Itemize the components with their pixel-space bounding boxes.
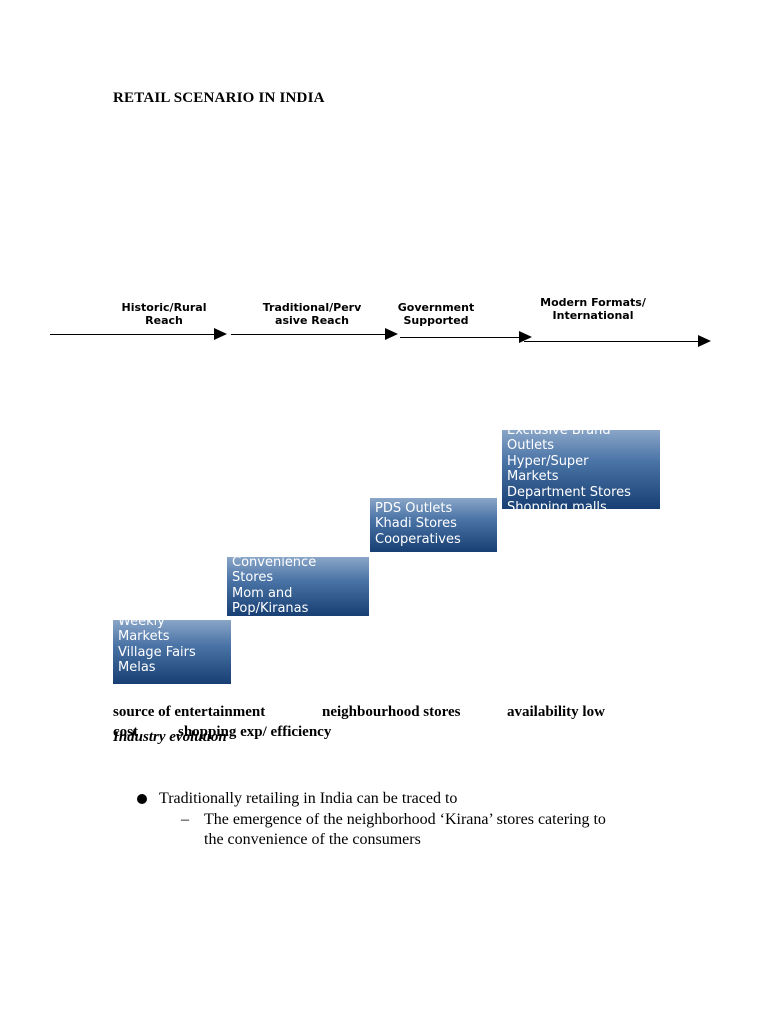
stage-box-traditional: Convenience Stores Mom and Pop/Kiranas — [227, 557, 369, 616]
arrow-modern-line — [524, 341, 700, 342]
stage-label-line: International — [552, 309, 634, 322]
caption-cost: cost — [113, 724, 138, 740]
arrow-government-head-icon — [519, 331, 532, 343]
page-title: RETAIL SCENARIO IN INDIA — [113, 90, 325, 106]
box-item: Shopping malls — [507, 500, 607, 509]
bullet-sub-text-line2: the convenience of the consumers — [204, 831, 421, 848]
stage-label-line: Traditional/Perv — [262, 301, 362, 314]
stage-box-modern: Exclusive Brand Outlets Hyper/Super Mark… — [502, 430, 660, 509]
box-item: Convenience — [232, 557, 317, 570]
arrow-traditional-head-icon — [385, 328, 398, 340]
box-item: Markets — [118, 629, 170, 645]
stage-label-government: Government Supported — [386, 301, 486, 327]
stage-label-line: Modern Formats/ — [540, 296, 646, 309]
box-item: Exclusive Brand — [507, 430, 611, 438]
box-item: Khadi Stores — [375, 516, 457, 532]
box-item: Department Stores — [507, 484, 631, 500]
stage-box-historic: Weekly Markets Village Fairs Melas — [113, 620, 231, 684]
stage-box-government: PDS Outlets Khadi Stores Cooperatives — [370, 498, 497, 552]
box-item: PDS Outlets — [375, 501, 453, 516]
arrow-government-line — [400, 337, 521, 338]
box-item: Mom and — [232, 585, 293, 601]
bullet-sub-text-line1: The emergence of the neighborhood ‘Kiran… — [204, 811, 606, 828]
box-item: Melas — [118, 660, 156, 676]
stage-label-modern: Modern Formats/ International — [527, 296, 659, 322]
dash-bullet-icon: – — [181, 811, 189, 828]
box-item: Pop/Kiranas — [232, 601, 309, 616]
stage-label-line: Reach — [145, 314, 183, 327]
box-item: Markets — [507, 469, 559, 485]
caption-entertainment: source of entertainment — [113, 704, 266, 720]
box-item: Village Fairs — [118, 644, 196, 660]
arrow-historic-head-icon — [214, 328, 227, 340]
caption-neighbourhood: neighbourhood stores — [322, 704, 461, 720]
box-item: Outlets — [507, 438, 555, 454]
caption-availability: availability low — [507, 704, 605, 720]
stage-label-line: Historic/Rural — [121, 301, 207, 314]
stage-label-line: asive Reach — [275, 314, 349, 327]
stage-label-historic: Historic/Rural Reach — [108, 301, 220, 327]
stage-label-line: Supported — [403, 314, 469, 327]
bullet-dot-icon — [137, 794, 147, 804]
arrow-traditional-line — [231, 334, 387, 335]
box-item: Cooperatives — [375, 531, 461, 547]
stage-label-line: Government — [397, 301, 475, 314]
arrow-historic-line — [50, 334, 216, 335]
box-item: Hyper/Super — [507, 453, 589, 469]
box-item: Weekly — [118, 620, 165, 629]
arrow-modern-head-icon — [698, 335, 711, 347]
stage-label-traditional: Traditional/Perv asive Reach — [254, 301, 370, 327]
caption-shopping: shopping exp/ efficiency — [178, 724, 332, 740]
figure-caption: Industry evolution — [113, 729, 227, 745]
bullet-main-text: Traditionally retailing in India can be … — [159, 790, 458, 807]
box-item: Stores — [232, 570, 274, 586]
